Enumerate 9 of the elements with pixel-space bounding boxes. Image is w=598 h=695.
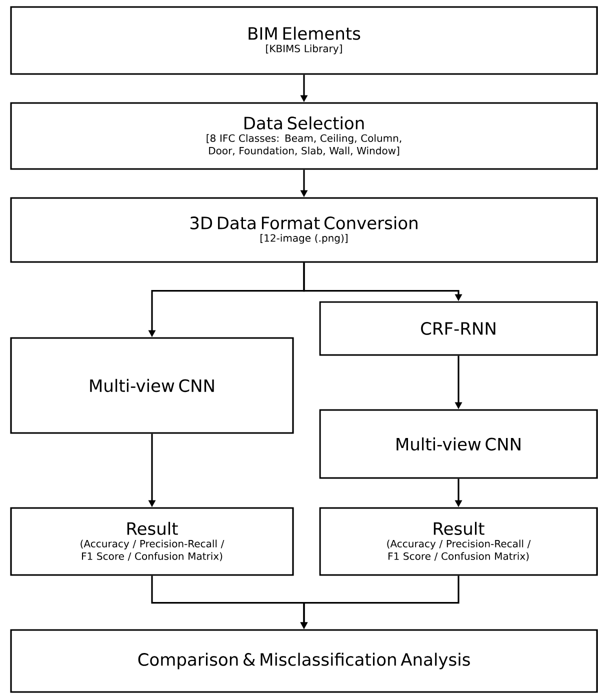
process-box: CRF-RNN [319, 301, 598, 356]
process-box: Result (Accuracy / Precision-Recall / F1 Score / Confusion Matrix) [319, 507, 598, 576]
process-box: BIM Elements [KBIMS Library] [10, 6, 598, 75]
process-box: Comparison & Misclassification Analysis [10, 629, 598, 693]
process-box: Result (Accuracy / Precision-Recall / F1 Score / Confusion Matrix) [10, 507, 294, 576]
process-box: Data Selection [8 IFC Classes: Beam, Ceiling, Column, Door, Foundation, Slab, Wall, Window] [10, 102, 598, 170]
process-box: Multi-view CNN [10, 337, 294, 434]
process-box: 3D Data Format Conversion [12-image (.png)] [10, 197, 598, 263]
process-box: Multi-view CNN [319, 409, 598, 479]
